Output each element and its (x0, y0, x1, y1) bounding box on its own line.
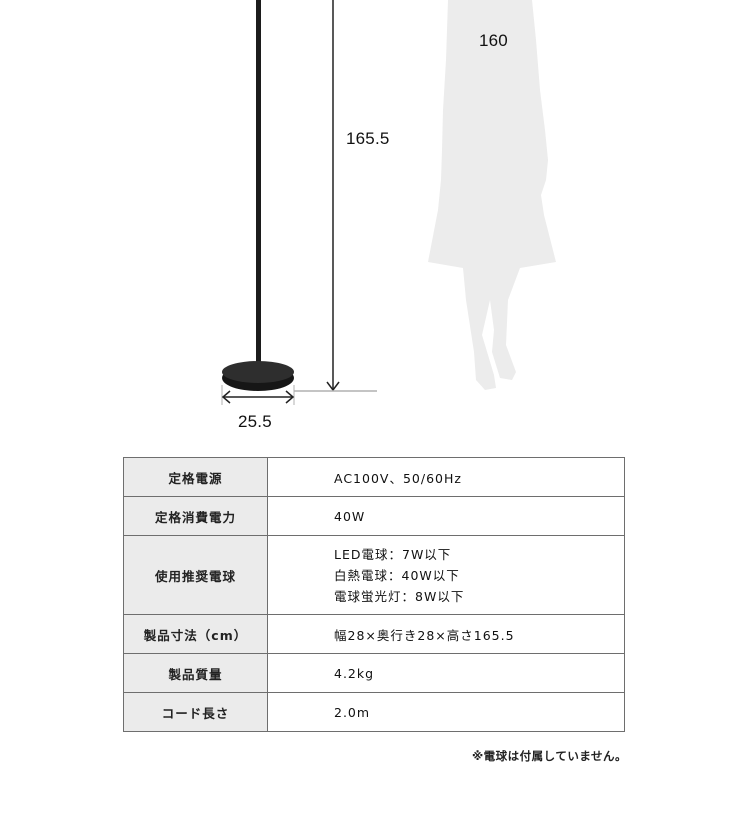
table-row: 製品質量 4.2kg (123, 653, 625, 693)
spec-label: 定格消費電力 (123, 496, 268, 536)
product-dimension-illustration: 165.5 25.5 160 (221, 0, 556, 431)
spec-label: 製品寸法（cm） (123, 614, 268, 654)
spec-value: AC100V、50/60Hz (267, 457, 625, 497)
table-row: 定格消費電力 40W (123, 496, 625, 536)
table-row: コード長さ 2.0m (123, 692, 625, 732)
lamp-and-person-drawing (221, 0, 556, 405)
bulb-spec-fluorescent: 電球蛍光灯：8W以下 (334, 588, 465, 604)
base-width-label: 25.5 (238, 412, 272, 431)
bulb-spec-led: LED電球：7W以下 (334, 546, 452, 562)
spec-value: 幅28×奥行き28×高さ165.5 (267, 614, 625, 654)
person-height-label: 160 (479, 31, 508, 50)
person-silhouette-icon (428, 0, 556, 390)
spec-label: 使用推奨電球 (123, 535, 268, 615)
bulb-spec-incandescent: 白熱電球：40W以下 (334, 567, 460, 583)
spec-value: 2.0m (267, 692, 625, 732)
spec-value: LED電球：7W以下 白熱電球：40W以下 電球蛍光灯：8W以下 (267, 535, 625, 615)
table-row: 定格電源 AC100V、50/60Hz (123, 457, 625, 497)
table-row: 製品寸法（cm） 幅28×奥行き28×高さ165.5 (123, 614, 625, 654)
spec-table: 定格電源 AC100V、50/60Hz 定格消費電力 40W 使用推奨電球 LE… (123, 457, 625, 732)
lamp-pole (256, 0, 261, 365)
table-row: 使用推奨電球 LED電球：7W以下 白熱電球：40W以下 電球蛍光灯：8W以下 (123, 535, 625, 615)
spec-value: 4.2kg (267, 653, 625, 693)
bulb-not-included-note: ※電球は付属していません。 (472, 749, 627, 763)
spec-label: コード長さ (123, 692, 268, 732)
lamp-height-label: 165.5 (346, 129, 390, 148)
spec-label: 製品質量 (123, 653, 268, 693)
spec-label: 定格電源 (123, 457, 268, 497)
spec-value: 40W (267, 496, 625, 536)
